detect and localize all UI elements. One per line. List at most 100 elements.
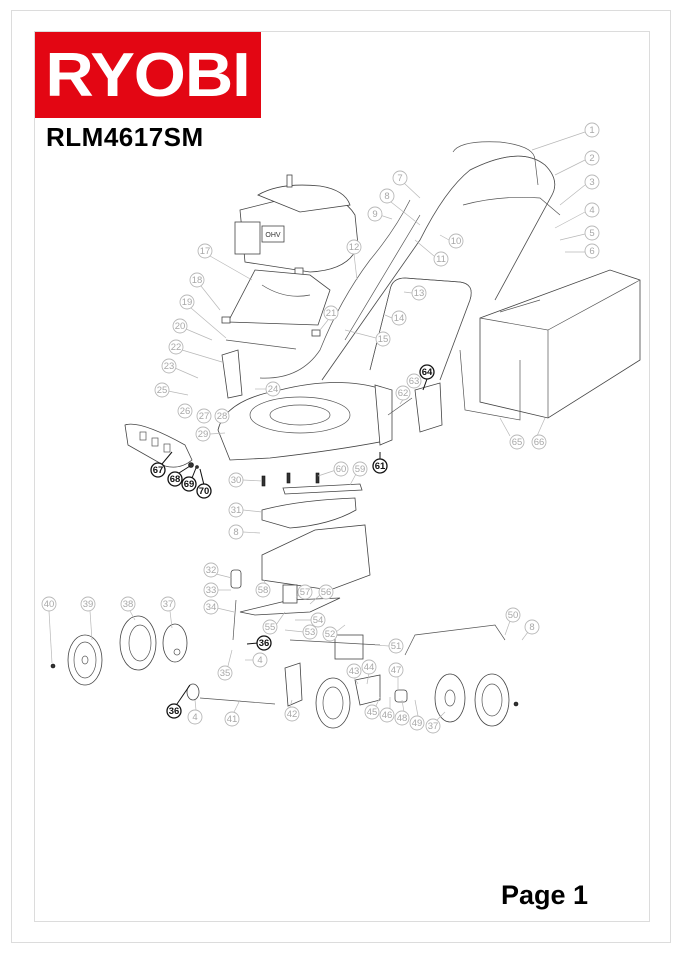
callout-number: 58	[258, 585, 269, 596]
front-wheel-right	[474, 673, 510, 727]
callout-number: 22	[171, 342, 182, 353]
callout-circle	[256, 635, 272, 651]
callout-number: 57	[300, 587, 311, 598]
callout-part-64: 64	[419, 364, 435, 380]
callout-part-44: 44	[361, 659, 377, 675]
callout-part-28: 28	[214, 408, 230, 424]
callout-circle	[228, 524, 244, 540]
callout-part-33: 33	[203, 582, 219, 598]
callout-circle	[318, 584, 334, 600]
callout-number: 7	[397, 173, 402, 184]
callout-number: 29	[198, 429, 209, 440]
callout-circle	[584, 225, 600, 241]
callout-number: 43	[349, 666, 360, 677]
callout-circle	[168, 339, 184, 355]
callout-circle	[197, 243, 213, 259]
callout-part-7: 7	[392, 170, 408, 186]
callout-number: 9	[372, 209, 377, 220]
callout-circle	[433, 251, 449, 267]
callout-part-15: 15	[375, 331, 391, 347]
callout-part-48: 48	[394, 710, 410, 726]
callout-part-21: 21	[323, 305, 339, 321]
callout-part-22: 22	[168, 339, 184, 355]
callout-number: 31	[231, 505, 242, 516]
discharge-chute	[261, 524, 371, 591]
model-number: RLM4617SM	[46, 122, 204, 152]
callout-circle	[584, 174, 600, 190]
callout-part-49: 49	[409, 715, 425, 731]
callout-part-57: 57	[297, 584, 313, 600]
callout-number: 34	[206, 602, 217, 613]
callout-circle	[419, 364, 435, 380]
callout-circle	[333, 461, 349, 477]
hubcap-37-left	[162, 623, 188, 663]
callout-part-2: 2	[584, 150, 600, 166]
callout-number: 12	[349, 242, 360, 253]
callout-part-69: 69	[181, 476, 197, 492]
callout-circle	[322, 626, 338, 642]
callout-number: 13	[414, 288, 425, 299]
callout-part-59: 59	[352, 461, 368, 477]
callout-circle	[196, 483, 212, 499]
callout-number: 37	[163, 599, 174, 610]
callout-circle	[203, 562, 219, 578]
page-outer-border	[11, 10, 671, 943]
callout-part-13: 13	[411, 285, 427, 301]
callout-circle	[394, 710, 410, 726]
throttle-cable	[259, 199, 411, 379]
callout-circle	[531, 434, 547, 450]
callout-number: 44	[364, 662, 375, 673]
callout-circle	[160, 596, 176, 612]
callout-number: 32	[206, 565, 217, 576]
blade	[239, 597, 341, 616]
callout-circle	[189, 272, 205, 288]
callout-circle	[179, 294, 195, 310]
rear-axle	[199, 697, 276, 705]
spring	[387, 397, 413, 416]
callout-part-58: 58	[255, 582, 271, 598]
callout-circle	[224, 711, 240, 727]
callout-circle	[196, 408, 212, 424]
callout-part-50: 50	[505, 607, 521, 623]
callout-part-30: 30	[228, 472, 244, 488]
callout-number: 39	[83, 599, 94, 610]
callout-part-18: 18	[189, 272, 205, 288]
callout-part-55: 55	[262, 619, 278, 635]
callout-number: 6	[589, 246, 594, 257]
lower-handle	[344, 214, 472, 381]
engine-label: OHV	[265, 232, 281, 239]
callout-part-8: 8	[379, 188, 395, 204]
callout-number: 40	[44, 599, 55, 610]
callout-circle	[41, 596, 57, 612]
callout-circle	[302, 624, 318, 640]
callout-circle	[187, 709, 203, 725]
ryobi-logo: RYOBI	[35, 32, 261, 118]
callout-part-65: 65	[509, 434, 525, 450]
callout-number: 54	[313, 615, 324, 626]
callout-number: 8	[529, 622, 534, 633]
callout-part-17: 17	[197, 243, 213, 259]
front-bumper	[124, 423, 193, 468]
callout-circle	[181, 476, 197, 492]
callout-number: 33	[206, 585, 217, 596]
callout-number: 47	[391, 665, 402, 676]
page-number: Page 1	[501, 880, 589, 910]
callout-circle	[406, 373, 422, 389]
callout-part-56: 56	[318, 584, 334, 600]
callout-circle	[262, 619, 278, 635]
callout-number: 28	[217, 411, 228, 422]
callout-circle	[392, 170, 408, 186]
callout-part-39: 39	[80, 596, 96, 612]
brand-name: RYOBI	[45, 40, 251, 110]
callout-part-47: 47	[388, 662, 404, 678]
callout-number: 56	[321, 587, 332, 598]
callout-number: 55	[265, 622, 276, 633]
callout-circle	[352, 461, 368, 477]
callout-part-9: 9	[367, 206, 383, 222]
callout-circle	[425, 718, 441, 734]
callout-part-68: 68	[167, 471, 183, 487]
height-bracket-right	[414, 382, 443, 433]
callout-number: 5	[589, 228, 594, 239]
callout-number: 67	[153, 465, 164, 476]
